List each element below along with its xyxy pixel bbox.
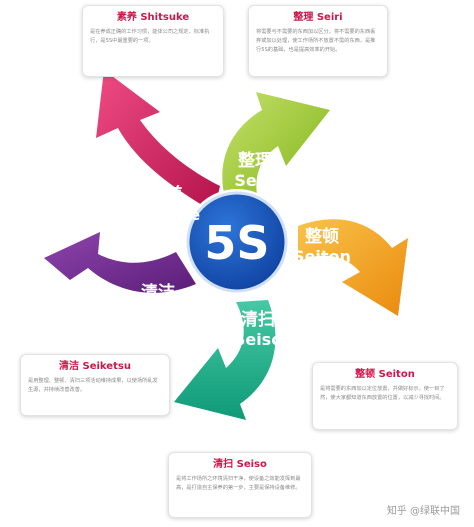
seiton-arrow <box>298 219 408 316</box>
seiton-label: 整顿 Seiton <box>293 226 351 266</box>
seiso-en: Seiso <box>234 330 282 349</box>
seiri-en: Seiri <box>234 171 275 190</box>
card-seiketsu-title: 清洁 Seiketsu <box>59 361 131 372</box>
shitsuke-cn: 素养 <box>149 184 184 205</box>
card-seiton: 整顿 Seiton 是将需要的东西加以定位放置，并做好标示，使一目了然，使大家都… <box>312 362 458 430</box>
shitsuke-label: 素养 Shitsuke <box>132 184 200 224</box>
seiso-cn: 清扫 <box>241 309 275 330</box>
card-seiso-body: 是将工作场所之环境清扫干净，使设备之效能发挥到最高，是打造自主保养的第一步，主要… <box>176 476 301 491</box>
card-seiton-title: 整顿 Seiton <box>355 369 415 380</box>
card-shitsuke: 素养 Shitsuke 是在养成正确的工作习惯，能体公司之规定、标准执行，是5S… <box>82 5 224 77</box>
card-seiso: 清扫 Seiso 是将工作场所之环境清扫干净，使设备之效能发挥到最高，是打造自主… <box>168 452 312 518</box>
card-seiton-body: 是将需要的东西加以定位放置，并做好标示，使一目了然，使大家都知道东西放置的位置，… <box>320 386 445 401</box>
seiketsu-cn: 清洁 <box>141 282 175 303</box>
card-seiri-title: 整理 Seiri <box>293 12 343 23</box>
seiri-label: 整理 Seiri <box>234 150 275 190</box>
seiri-arrow <box>222 92 330 212</box>
shitsuke-en: Shitsuke <box>132 208 200 224</box>
card-seiri-body: 将需要与不需要的东西加以区分，将不需要的东西丢弃或加以处理，使工作场所不放置不需… <box>256 29 376 53</box>
seiri-cn: 整理 <box>238 150 272 171</box>
seiketsu-label: 清洁 Seiketsu <box>124 282 192 322</box>
card-seiri: 整理 Seiri 将需要与不需要的东西加以区分，将不需要的东西丢弃或加以处理，使… <box>248 5 388 77</box>
card-seiketsu: 清洁 Seiketsu 是用整理、整顿、清扫三项活动维持成果，以使场所乱发生源，… <box>20 354 170 416</box>
center-label: 5S <box>204 216 269 270</box>
seiso-label: 清扫 Seiso <box>234 309 282 349</box>
seiketsu-en: Seiketsu <box>124 306 192 322</box>
card-seiso-title: 清扫 Seiso <box>213 459 267 470</box>
seiton-cn: 整顿 <box>305 226 339 247</box>
seiketsu-arrow <box>44 232 196 293</box>
seiso-arrow <box>174 300 276 420</box>
watermark: 知乎 @绿联中国 <box>386 506 460 517</box>
card-shitsuke-body: 是在养成正确的工作习惯，能体公司之规定、标准执行，是5S中最重要的一项。 <box>90 29 210 44</box>
card-seiketsu-body: 是用整理、整顿、清扫三项活动维持成果，以使场所乱发生源，并持续改善改善。 <box>28 378 158 393</box>
shitsuke-arrow <box>96 70 220 212</box>
center-ring <box>186 191 288 293</box>
card-shitsuke-title: 素养 Shitsuke <box>116 12 190 23</box>
seiton-en: Seiton <box>293 247 351 266</box>
